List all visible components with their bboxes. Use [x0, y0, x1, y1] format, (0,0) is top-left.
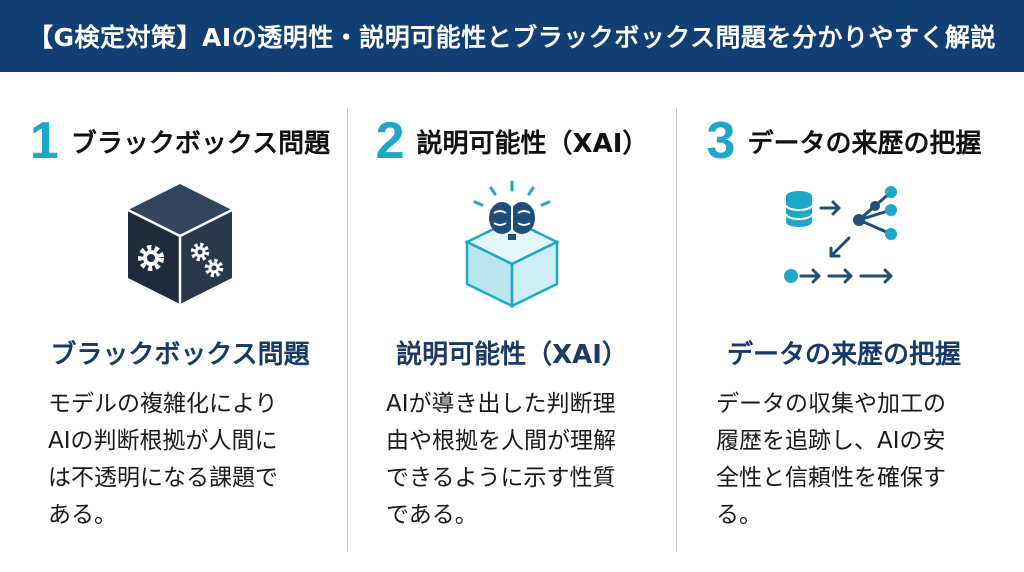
column-divider: [676, 108, 677, 552]
column-number: 2: [375, 112, 405, 170]
description-line: 由や根拠を人間が理解: [386, 428, 616, 454]
description-line: 全性と信頼性を確保す: [716, 465, 946, 491]
column-heading-text: 説明可能性（XAI）: [416, 128, 649, 159]
description-line: は不透明になる課題で: [48, 465, 278, 491]
column-data-lineage: 3 データの来歴の把握: [674, 72, 1014, 572]
description-line: 履歴を追跡し、AIの安: [716, 428, 946, 454]
page-title-text: 【G検定対策】AIの透明性・説明可能性とブラックボックス問題を分かりやすく解説: [28, 23, 996, 52]
columns-container: 1 ブラックボックス問題: [0, 72, 1024, 572]
column-divider: [347, 108, 348, 552]
page-title: 【G検定対策】AIの透明性・説明可能性とブラックボックス問題を分かりやすく解説: [0, 0, 1024, 72]
column-subtitle: データの来歴の把握: [726, 340, 961, 370]
description-line: である。: [386, 502, 478, 528]
column-subtitle: 説明可能性（XAI）: [396, 340, 628, 370]
column-heading: 1 ブラックボックス問題: [10, 115, 350, 167]
column-heading: 2 説明可能性（XAI）: [342, 115, 682, 167]
column-heading-text: ブラックボックス問題: [70, 128, 331, 159]
column-number: 3: [706, 112, 736, 170]
description-line: AIが導き出した判断理: [386, 391, 616, 417]
column-heading: 3 データの来歴の把握: [674, 115, 1014, 167]
transparent-box-brain-icon: [342, 180, 682, 310]
column-description: データの収集や加工の 履歴を追跡し、AIの安 全性と信頼性を確保す る。: [716, 386, 946, 534]
database-icon: [785, 191, 813, 227]
description-line: できるように示す性質: [386, 465, 616, 491]
description-line: モデルの複雑化により: [48, 391, 278, 417]
column-description: モデルの複雑化により AIの判断根拠が人間に は不透明になる課題で ある。: [48, 386, 278, 534]
column-xai: 2 説明可能性（XAI）: [342, 72, 682, 572]
description-line: データの収集や加工の: [716, 391, 946, 417]
description-line: AIの判断根拠が人間に: [48, 428, 278, 454]
column-heading-text: データの来歴の把握: [747, 128, 982, 159]
column-black-box: 1 ブラックボックス問題: [10, 72, 350, 572]
column-subtitle: ブラックボックス問題: [50, 340, 310, 370]
data-lineage-icon: [674, 180, 1014, 310]
description-line: る。: [716, 502, 762, 528]
black-box-gears-icon: [10, 180, 350, 310]
column-number: 1: [29, 112, 59, 170]
description-line: ある。: [48, 502, 117, 528]
column-description: AIが導き出した判断理 由や根拠を人間が理解 できるように示す性質 である。: [386, 386, 616, 534]
